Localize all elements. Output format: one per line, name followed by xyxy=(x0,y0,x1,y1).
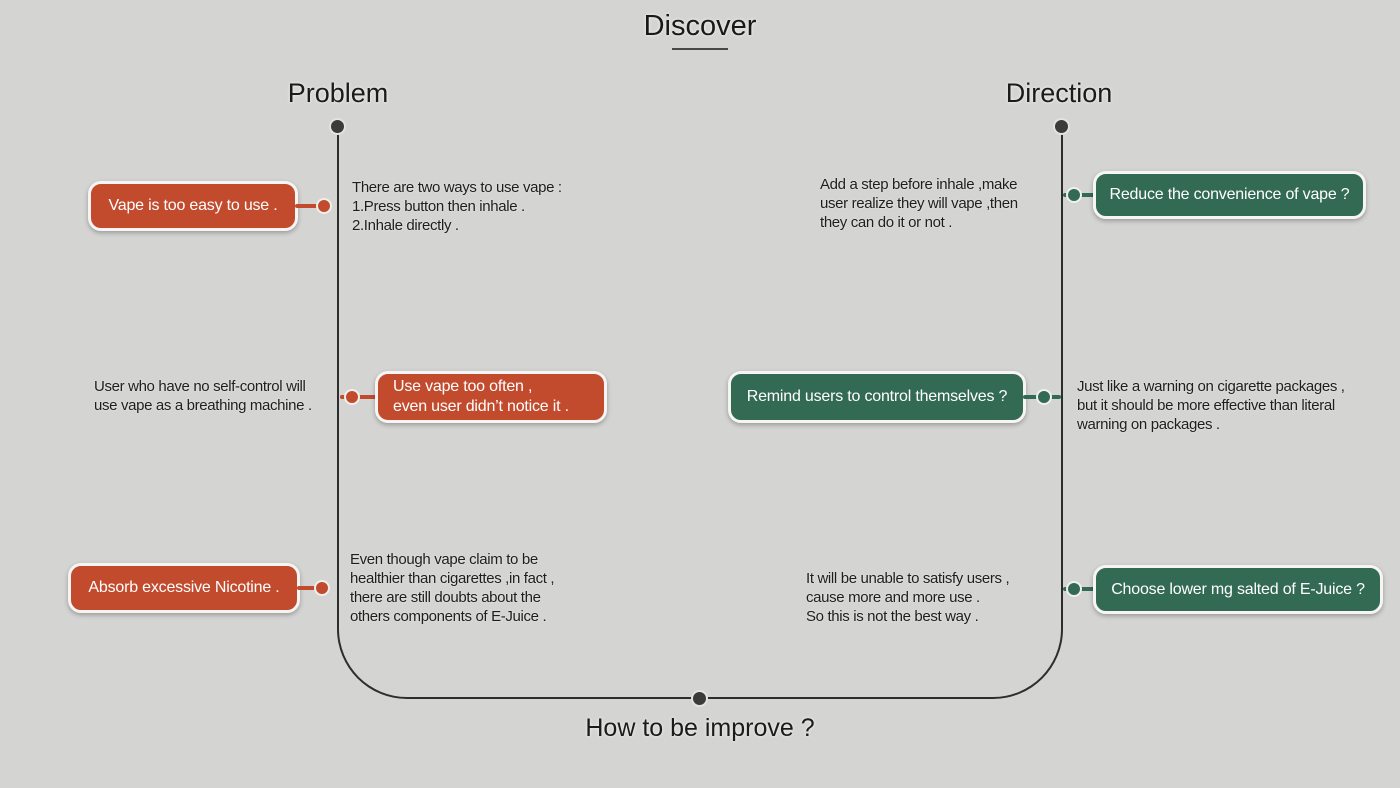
title-underline xyxy=(672,48,728,50)
problem-card: Absorb excessive Nicotine . xyxy=(68,563,300,613)
improve-anchor-dot xyxy=(691,690,708,707)
problem-card-label: Vape is too easy to use . xyxy=(108,197,278,214)
problem-note: User who have no self-control will use v… xyxy=(94,378,312,414)
problem-heading: Problem xyxy=(287,78,389,108)
connector-dot xyxy=(1066,187,1082,203)
connector-dot xyxy=(316,198,332,214)
direction-note: Just like a warning on cigarette package… xyxy=(1077,378,1345,433)
problem-card: Use vape too often , even user didn’t no… xyxy=(375,371,607,423)
direction-card: Choose lower mg salted of E-Juice ? xyxy=(1093,565,1383,614)
direction-note: It will be unable to satisfy users , cau… xyxy=(806,570,1010,625)
direction-card-label: Remind users to control themselves ? xyxy=(746,388,1008,405)
problem-note: There are two ways to use vape : 1.Press… xyxy=(352,179,562,234)
direction-card-label: Choose lower mg salted of E-Juice ? xyxy=(1111,580,1365,598)
direction-anchor-dot xyxy=(1053,118,1070,135)
direction-note: Add a step before inhale ,make user real… xyxy=(820,176,1018,231)
page-title: Discover xyxy=(643,10,757,42)
problem-card-label: Absorb excessive Nicotine . xyxy=(88,579,280,596)
connector-stem xyxy=(297,586,324,590)
footer-question: How to be improve ? xyxy=(585,714,815,742)
direction-card: Remind users to control themselves ? xyxy=(728,371,1026,423)
direction-card: Reduce the convenience of vape ? xyxy=(1093,171,1366,219)
direction-card-label: Reduce the convenience of vape ? xyxy=(1109,186,1350,203)
problem-note: Even though vape claim to be healthier t… xyxy=(350,551,555,625)
problem-anchor-dot xyxy=(329,118,346,135)
problem-card: Vape is too easy to use . xyxy=(88,181,298,231)
connector-dot xyxy=(314,580,330,596)
problem-card-label: Use vape too often , even user didn’t no… xyxy=(393,378,569,415)
connector-dot xyxy=(344,389,360,405)
connector-stem xyxy=(295,204,322,208)
connector-dot xyxy=(1066,581,1082,597)
direction-heading: Direction xyxy=(1005,78,1113,108)
connector-dot xyxy=(1036,389,1052,405)
